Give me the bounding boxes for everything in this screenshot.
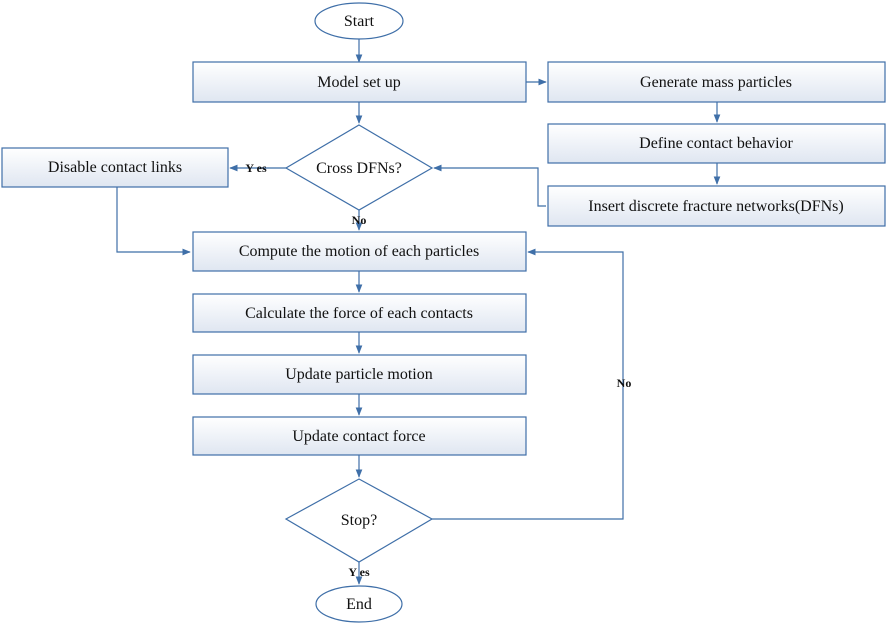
end-ellipse	[315, 585, 403, 623]
update-motion-rect	[192, 354, 527, 395]
model-setup-rect	[192, 61, 527, 103]
generate-mass-box: Generate mass particles	[547, 61, 886, 103]
end-node: End	[315, 585, 403, 623]
update-motion-label: Update particle motion	[285, 366, 433, 383]
compute-motion-rect	[192, 231, 527, 272]
define-contact-rect	[547, 123, 886, 164]
start-label: Start	[344, 13, 375, 30]
arrow-insert-to-cross	[433, 164, 546, 207]
disable-links-rect	[1, 147, 229, 188]
stop-yes-label: Y es	[348, 565, 370, 579]
update-force-box: Update contact force	[192, 416, 527, 456]
generate-mass-label: Generate mass particles	[640, 74, 792, 91]
stop-label: Stop?	[341, 512, 377, 529]
end-label: End	[346, 596, 372, 613]
arrow-stop-no-loop	[432, 248, 624, 520]
cross-dfns-decision: Cross DFNs?	[284, 124, 434, 211]
cross-yes-label: Y es	[245, 161, 267, 175]
connectors	[116, 39, 721, 585]
update-force-label: Update contact force	[292, 428, 425, 445]
compute-motion-label: Compute the motion of each particles	[239, 243, 479, 260]
define-contact-label: Define contact behavior	[639, 135, 793, 152]
disable-links-label: Disable contact links	[48, 159, 182, 176]
compute-motion-box: Compute the motion of each particles	[192, 231, 527, 272]
stop-diamond	[284, 478, 434, 563]
model-setup-label: Model set up	[317, 74, 401, 91]
insert-dfn-rect	[547, 185, 886, 227]
start-node: Start	[314, 2, 404, 40]
disable-links-box: Disable contact links	[1, 147, 229, 188]
stop-no-label: No	[617, 376, 632, 390]
update-motion-box: Update particle motion	[192, 354, 527, 395]
model-setup-box: Model set up	[192, 61, 527, 103]
define-contact-box: Define contact behavior	[547, 123, 886, 164]
start-ellipse	[314, 2, 404, 40]
insert-dfn-label: Insert discrete fracture networks(DFNs)	[588, 198, 843, 215]
calculate-force-rect	[192, 293, 527, 333]
cross-no-label: No	[352, 213, 367, 227]
generate-mass-rect	[547, 61, 886, 103]
arrow-disable-to-compute	[116, 187, 191, 256]
cross-dfns-diamond	[284, 124, 434, 211]
insert-dfn-box: Insert discrete fracture networks(DFNs)	[547, 185, 886, 227]
calculate-force-label: Calculate the force of each contacts	[245, 305, 473, 322]
update-force-rect	[192, 416, 527, 456]
cross-dfns-label: Cross DFNs?	[316, 160, 402, 177]
calculate-force-box: Calculate the force of each contacts	[192, 293, 527, 333]
stop-decision: Stop?	[284, 478, 434, 563]
